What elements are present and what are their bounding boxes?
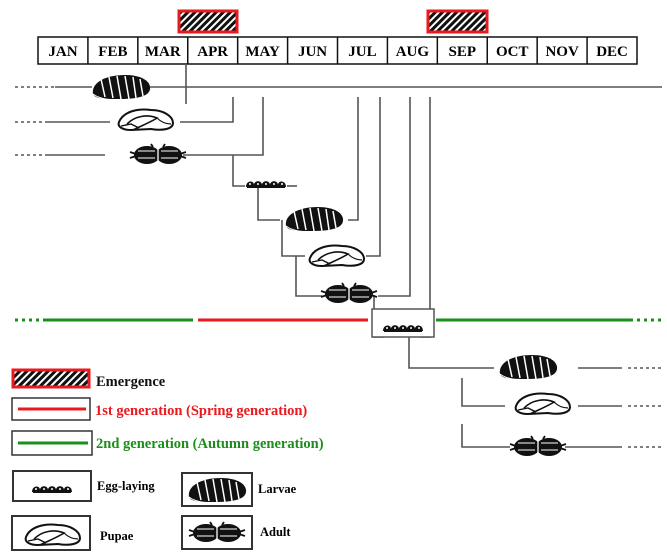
egg-icon: [382, 324, 424, 332]
legend-autumn-generation: 2nd generation (Autumn generation): [96, 436, 324, 452]
month-label-apr: APR: [197, 44, 228, 60]
month-header: JAN FEB MAR APR MAY JUN JUL AUG SEP OCT NOV DEC: [37, 36, 638, 65]
month-label-mar: MAR: [145, 44, 181, 60]
legend-spring-generation: 1st generation (Spring generation): [95, 403, 307, 419]
adult-icon: [129, 143, 187, 165]
pupa-icon: [24, 523, 81, 546]
pupa-icon: [308, 244, 365, 267]
egg-icon: [31, 485, 73, 493]
month-label-nov: NOV: [545, 44, 579, 60]
legend-emergence: Emergence: [96, 374, 166, 390]
legend-pupae: Pupae: [100, 529, 134, 543]
egg-icon: [245, 180, 287, 188]
month-label-oct: OCT: [496, 44, 529, 60]
month-label-jul: JUL: [348, 44, 376, 60]
larva-icon: [499, 354, 558, 381]
emergence-hatch-icon: [11, 368, 91, 389]
month-label-jun: JUN: [298, 44, 327, 60]
month-label-may: MAY: [245, 44, 280, 60]
month-label-feb: FEB: [98, 44, 127, 60]
adult-icon: [509, 435, 567, 457]
month-label-jan: JAN: [48, 44, 77, 60]
larva-icon: [92, 74, 151, 101]
month-label-aug: AUG: [396, 44, 430, 60]
pupa-icon: [514, 392, 571, 415]
larva-icon: [285, 206, 344, 233]
pupa-icon: [117, 108, 174, 131]
emergence-box-apr: [177, 9, 239, 34]
month-label-dec: DEC: [596, 44, 628, 60]
legend-adult: Adult: [260, 525, 291, 539]
legend-larvae: Larvae: [258, 482, 297, 496]
month-label-sep: SEP: [449, 44, 477, 60]
adult-icon: [320, 282, 378, 304]
emergence-box-sep: [426, 9, 489, 34]
legend: Emergence 1st generation (Spring generat…: [11, 368, 324, 551]
legend-egg-laying: Egg-laying: [97, 479, 155, 493]
